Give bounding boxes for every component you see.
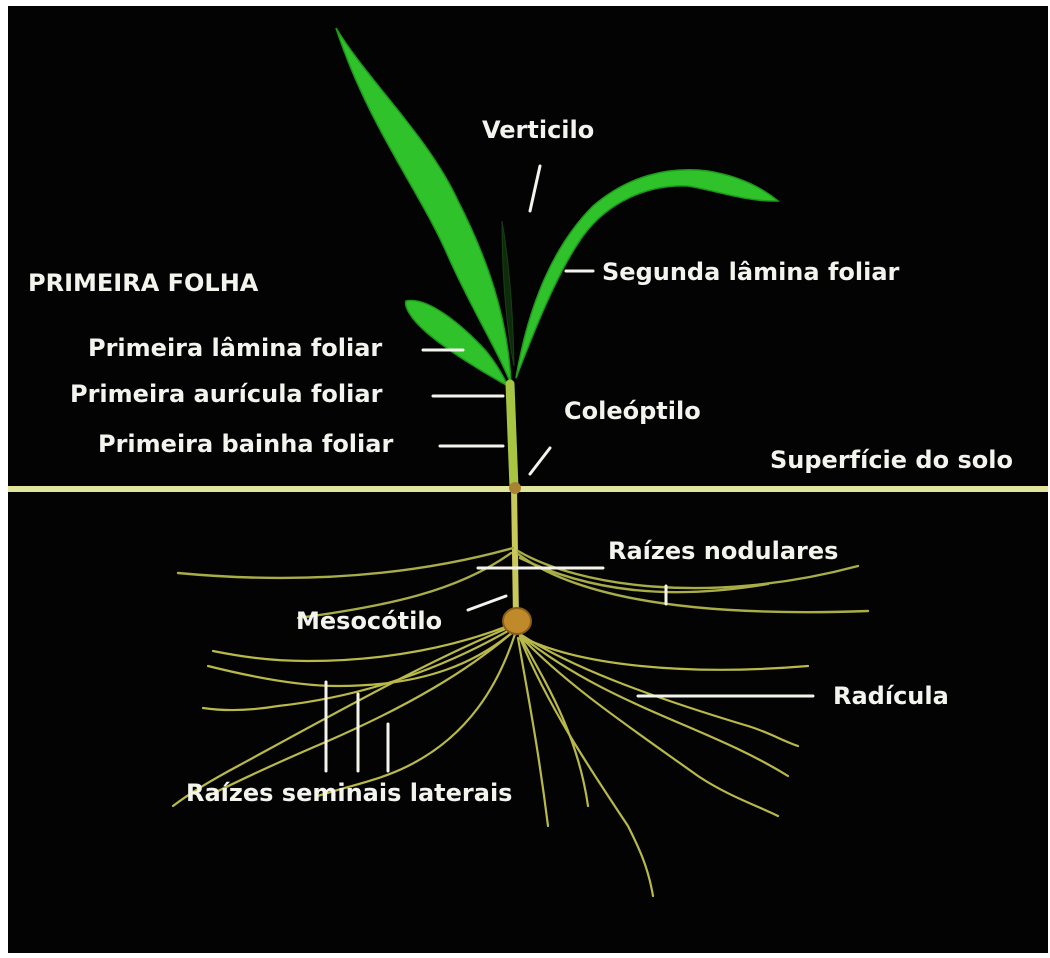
nodal-root-left (178, 548, 513, 578)
mesocotyl-stem (514, 488, 516, 618)
stem-above-ground (510, 384, 514, 488)
diagram-panel: Verticilo PRIMEIRA FOLHA Segunda lâmina … (8, 6, 1048, 953)
coleoptile-node (509, 482, 521, 494)
leader-verticilo (530, 166, 540, 211)
leader-mesocotilo (468, 596, 506, 610)
label-primeira-lamina: Primeira lâmina foliar (88, 334, 382, 362)
label-primeira-auricula: Primeira aurícula foliar (70, 380, 383, 408)
label-verticilo: Verticilo (482, 116, 594, 144)
label-raizes-nodulares: Raízes nodulares (608, 537, 838, 565)
label-raizes-seminais: Raízes seminais laterais (186, 779, 512, 807)
label-primeira-bainha: Primeira bainha foliar (98, 430, 393, 458)
label-segunda-lamina: Segunda lâmina foliar (602, 258, 900, 286)
leaves (336, 28, 778, 386)
seminal-root-3 (208, 631, 514, 796)
label-radicula: Radícula (833, 682, 949, 710)
label-primeira-folha: PRIMEIRA FOLHA (28, 269, 259, 297)
label-mesocotilo: Mesocótilo (296, 607, 442, 635)
leader-coleoptilo (530, 448, 550, 474)
label-coleoptilo: Coleóptilo (564, 397, 701, 425)
seed (503, 608, 531, 634)
radicle-roots (518, 634, 808, 896)
radicle-1 (520, 634, 798, 746)
plant-diagram: Verticilo PRIMEIRA FOLHA Segunda lâmina … (8, 6, 1048, 953)
stem (510, 384, 516, 618)
label-superficie: Superfície do solo (770, 446, 1013, 474)
labels: Verticilo PRIMEIRA FOLHA Segunda lâmina … (28, 116, 1013, 807)
seminal-root-5 (318, 634, 515, 796)
